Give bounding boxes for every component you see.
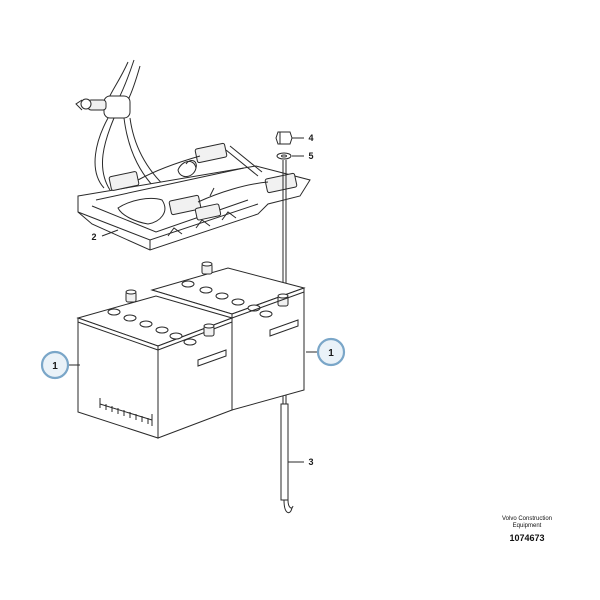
callout-label: 4 [308,133,313,143]
callout-1-left[interactable]: 1 [40,350,80,380]
callout-label: 5 [308,151,313,161]
callout-3[interactable]: 3 [288,457,314,467]
callout-ring [316,337,346,367]
cell-caps-front [107,308,197,346]
callout-label: 1 [52,361,58,372]
battery-front [76,289,234,439]
brand-line-2: Equipment [512,523,542,529]
callout-1-right[interactable]: 1 [306,337,346,367]
washer [276,152,292,160]
electrolyte-level-scale [99,398,153,426]
callout-5[interactable]: 5 [292,151,314,161]
brand-line-1: Volvo Construction [501,516,553,522]
drawing-number: 1074673 [509,533,545,543]
battery-tray [77,142,311,251]
callout-2[interactable]: 2 [91,229,119,242]
callout-4[interactable]: 4 [292,133,314,143]
drawing-stamp: Volvo Construction Equipment 1074673 [492,516,562,543]
nut [275,131,293,145]
callout-label: 1 [328,348,334,359]
callout-label: 2 [91,232,96,242]
callout-label: 3 [308,457,313,467]
callout-ring [40,350,70,380]
battery-disconnect-switch [75,59,141,119]
